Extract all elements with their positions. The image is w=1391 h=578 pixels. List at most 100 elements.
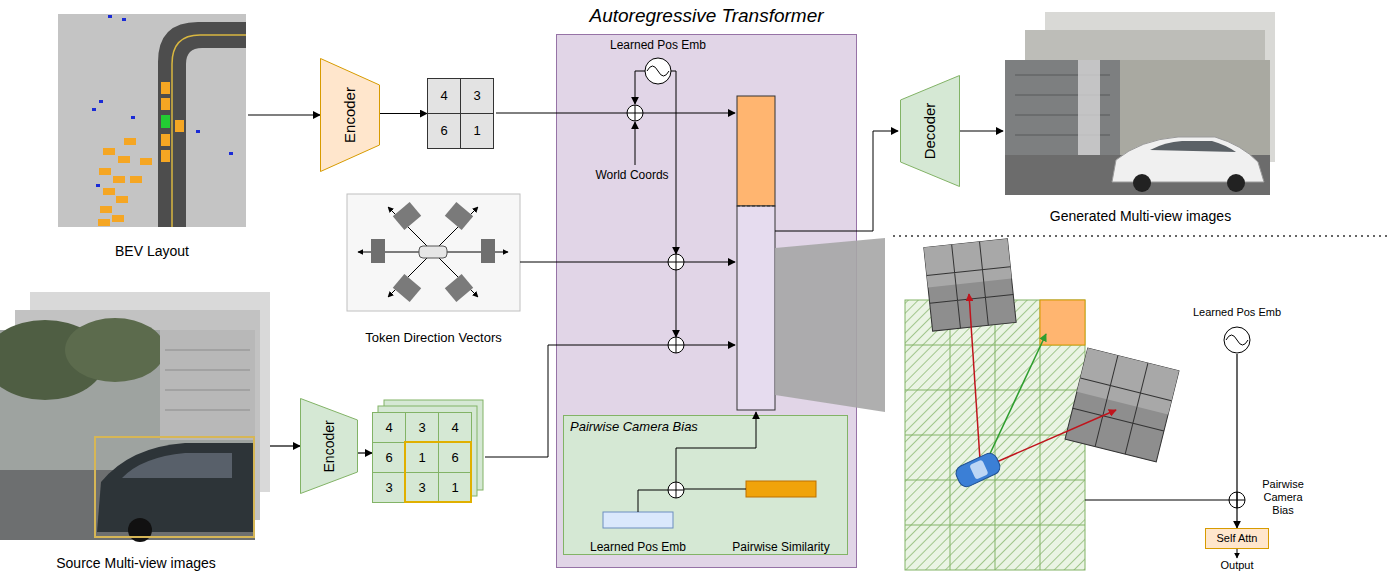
bev-map [161,98,170,110]
token-id: 3 [373,473,405,502]
camera-bias-internals [746,481,816,497]
bev-map [175,120,184,132]
similarity-bar: Pairwise Similarity [725,481,837,554]
direction-vectors: Token Direction Vectors [347,194,520,346]
transformer-internals [627,105,643,121]
camera-bias-internals [668,482,684,498]
bev-map [92,15,233,187]
token-id: 4 [428,79,460,113]
connector [380,113,427,114]
pos-emb: Learned Pos Emb [605,38,711,85]
transformer-internals [676,270,677,337]
bev-map [98,219,110,226]
node-text: Learned Pos Emb [1193,306,1281,319]
token-direction-figure [347,194,520,311]
camera-bias-inset [924,239,1012,288]
source-photos [160,330,255,440]
node-text: Learned Pos Emb [590,540,686,554]
transformer-internals [647,66,669,76]
encoder-outline [321,59,380,172]
transformer-panel: Autoregressive TransformerLearned Pos Em… [556,34,857,568]
camera-bias-internals [638,490,668,512]
pos-emb: Learned Pos Emb [1188,306,1286,354]
bev-layout: BEV Layout [56,14,248,260]
bev-map [172,35,246,227]
transformer-internals [775,238,885,412]
camera-bias-panel: Pairwise Camera BiasLearned Pos Emb Pairw… [563,415,848,555]
token-id: 6 [439,443,471,472]
camera-bias-inset [992,410,1116,464]
op-label: Pairwise Camera Bias [1252,478,1314,518]
node-text: Token Direction Vectors [365,330,502,346]
generated-photos [1150,141,1236,152]
camera-bias-internals [668,482,684,498]
camera-bias-inset [1085,500,1229,501]
transformer-internals [737,206,775,410]
token-grid: 4361 [427,78,494,149]
token-id: 1 [406,443,438,472]
generated-photos [1133,174,1151,192]
camera-bias-inset [1237,549,1238,558]
transformer-internals [737,206,775,207]
camera-bias-inset [969,459,988,479]
token-direction-figure [347,194,520,311]
decoder: Decoder [900,75,960,187]
generated-photos [1005,60,1270,195]
generated-photos [1005,60,1120,155]
bev-map [103,148,115,155]
generated-photos [1112,137,1264,182]
token-grid: 434616331 [372,412,472,503]
transformer-internals [635,71,645,104]
camera-bias-inset [1226,335,1248,345]
bev-map [130,176,142,183]
token-id: 1 [439,473,471,502]
connector [960,130,1003,131]
transformer-internals [635,122,636,165]
source-photos [0,292,270,542]
bev-map [161,82,170,94]
bev-map [108,15,112,18]
camera-bias-inset [1224,327,1250,353]
bev-map [103,188,115,195]
bev-map [58,14,246,227]
connector [1236,354,1237,528]
camera-bias-inset [1065,348,1179,462]
token-id: 1 [461,114,493,148]
divider [893,235,1391,237]
self-attn-box: Self Attn [1205,528,1269,549]
bev-map [112,215,124,222]
camera-bias-inset [1065,348,1179,462]
decoder-outline [901,76,960,187]
token-id: 6 [428,114,460,148]
transformer-internals [775,131,898,231]
transformer-internals [684,345,735,346]
bev-map [58,14,246,227]
bev-map [124,138,136,145]
camera-bias-inset [988,334,1046,458]
encoder-outline [301,399,358,494]
node-text: Pairwise Similarity [732,540,829,554]
node-text: BEV Layout [115,243,189,260]
source-photos [128,518,152,542]
node-text: Encoder [341,87,359,143]
token-id: 4 [439,413,471,442]
output-label: Output [1207,559,1267,572]
divider [893,236,1391,237]
bev-map [96,184,100,187]
label-anchor: Pairwise Camera Bias [1252,478,1314,518]
bev-map [122,18,126,21]
node-text: Pairwise Camera Bias [570,419,698,435]
transformer-internals [684,262,735,263]
bev-map [99,100,103,103]
node-text: Autoregressive Transformer [589,5,823,28]
token-direction-figure [481,239,495,263]
source-images: Source Multi-view images [2,288,270,572]
transformer-internals [643,113,735,114]
label-anchor: Output [1207,559,1267,572]
pos-emb-bar: Learned Pos Emb [585,510,691,554]
transformer-internals [668,337,684,353]
node-text: Encoder [321,420,338,472]
bev-map [92,108,96,111]
node-text: Decoder [921,103,939,160]
